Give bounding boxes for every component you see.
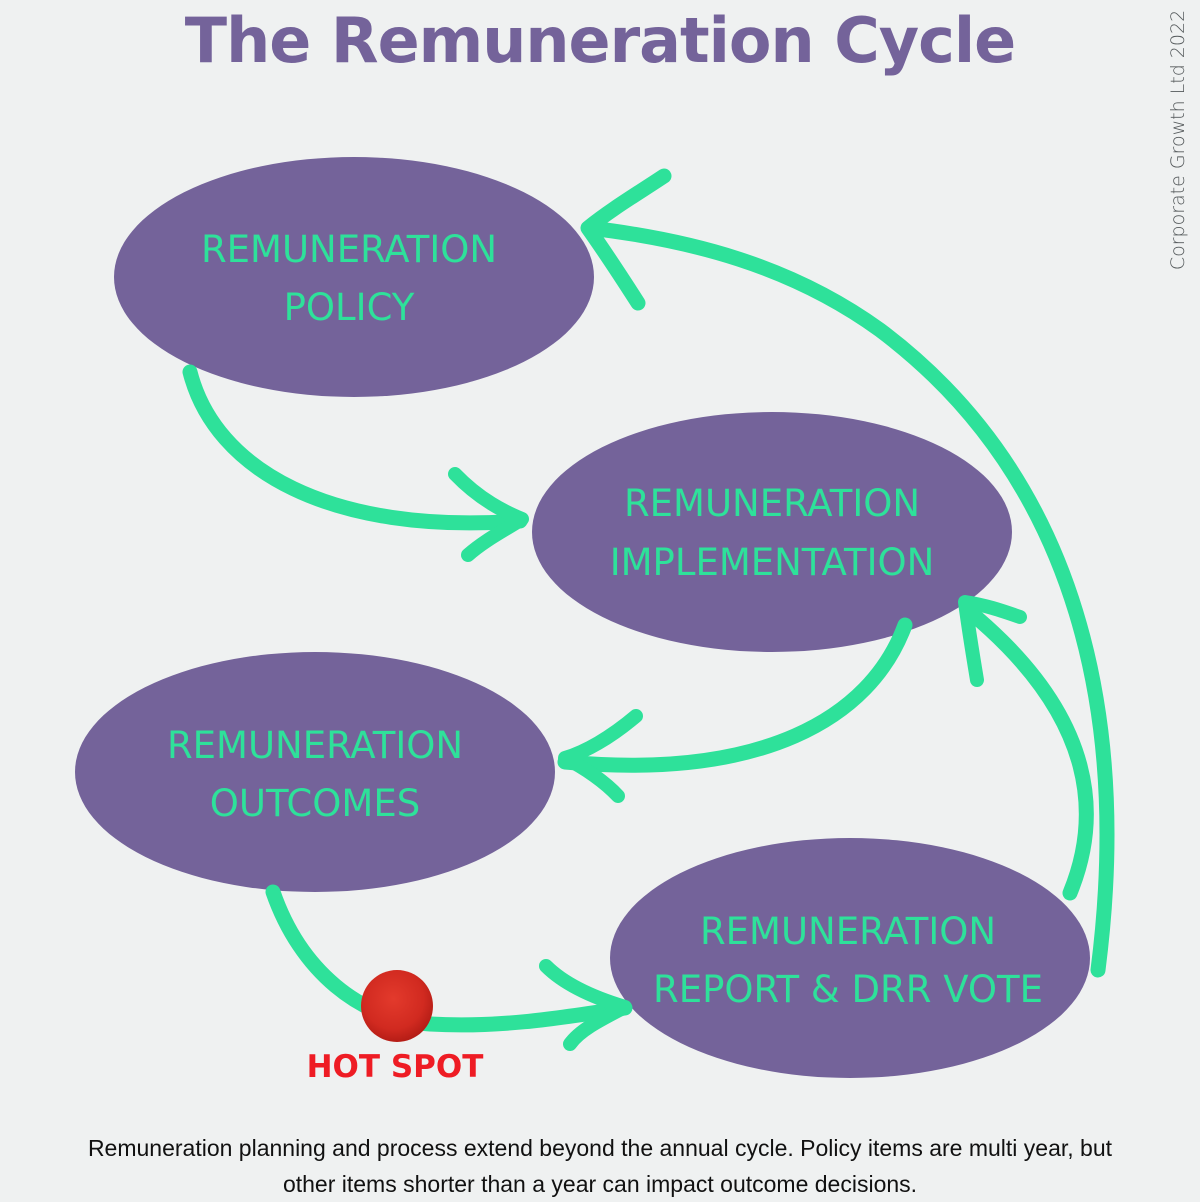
hotspot-label: HOT SPOT <box>307 1049 484 1085</box>
diagram-title: The Remuneration Cycle <box>184 4 1016 77</box>
node-outcomes-shape <box>75 652 555 892</box>
node-outcomes-label-line2: OUTCOMES <box>210 782 420 825</box>
caption-line-2: other items shorter than a year can impa… <box>282 1171 918 1197</box>
arrow-policy-to-implementation <box>182 364 529 562</box>
node-policy-label-line2: POLICY <box>284 286 415 329</box>
node-outcomes-label-line1: REMUNERATION <box>167 724 463 767</box>
node-report-label-line2: REPORT & DRR VOTE <box>653 968 1043 1011</box>
caption-line-1: Remuneration planning and process extend… <box>87 1135 1113 1161</box>
node-report-shape <box>610 838 1090 1078</box>
hotspot-marker <box>361 970 433 1042</box>
caption: Remuneration planning and process extend… <box>0 1130 1200 1202</box>
node-implementation-label-line1: REMUNERATION <box>624 482 920 525</box>
node-implementation-shape <box>532 412 1012 652</box>
node-outcomes: REMUNERATION OUTCOMES <box>75 652 555 892</box>
node-report-label-line1: REMUNERATION <box>700 910 996 953</box>
node-policy-label-line1: REMUNERATION <box>201 228 497 271</box>
arrow-report-to-policy <box>580 168 1115 978</box>
arrow-outcomes-to-report <box>265 884 633 1051</box>
arrow-implementation-to-outcomes <box>557 617 913 803</box>
node-implementation-label-line2: IMPLEMENTATION <box>610 541 935 584</box>
node-policy-shape <box>114 157 594 397</box>
node-report: REMUNERATION REPORT & DRR VOTE <box>610 838 1090 1078</box>
arrow-report-to-implementation <box>958 595 1094 901</box>
node-policy: REMUNERATION POLICY <box>114 157 594 397</box>
node-implementation: REMUNERATION IMPLEMENTATION <box>532 412 1012 652</box>
